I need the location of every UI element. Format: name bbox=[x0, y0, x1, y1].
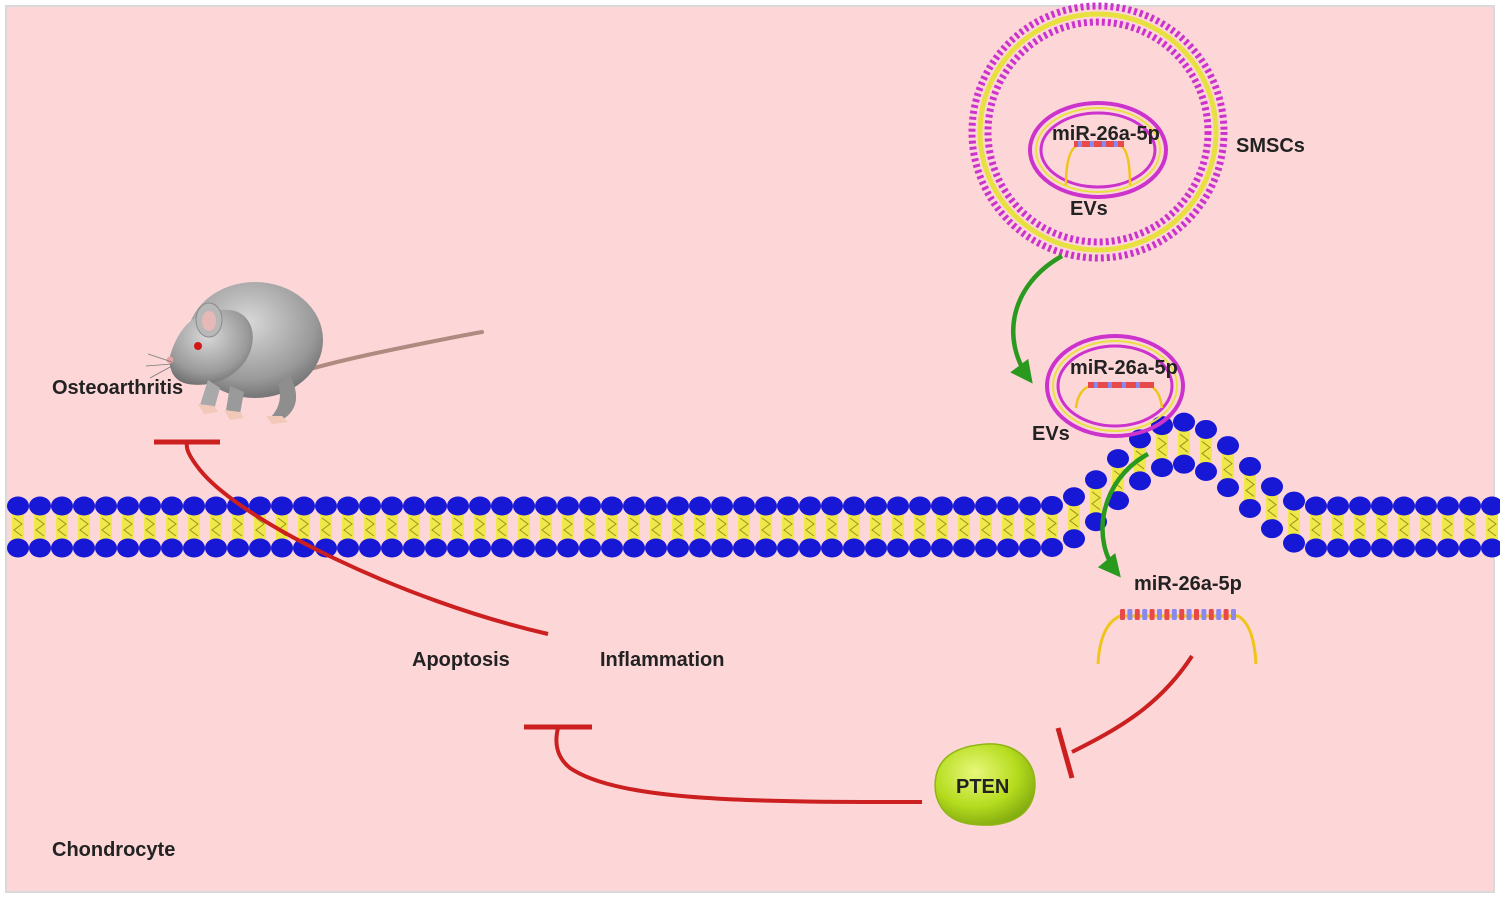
inflammation-label: Inflammation bbox=[600, 649, 724, 671]
pten-protein bbox=[934, 743, 1036, 826]
evs-label-mid: EVs bbox=[1032, 423, 1070, 445]
background-panel bbox=[5, 5, 1495, 893]
ev-vesicle-top bbox=[1028, 101, 1168, 199]
inhibition-pten-apoptosis bbox=[524, 724, 923, 804]
arrow-ev-to-cytoplasm bbox=[1097, 452, 1150, 578]
mirna-label-bottom: miR-26a-5p bbox=[1134, 573, 1242, 595]
mirna-strand-top bbox=[1064, 141, 1132, 186]
inhibition-apoptosis-osteoarthritis bbox=[154, 439, 549, 636]
pten-label: PTEN bbox=[956, 776, 1009, 798]
osteoarthritis-label: Osteoarthritis bbox=[52, 377, 183, 399]
inhibition-mirna-pten bbox=[1055, 654, 1194, 779]
chondrocyte-label: Chondrocyte bbox=[52, 839, 175, 861]
ev-vesicle-mid bbox=[1045, 334, 1185, 438]
arrow-smsc-to-ev bbox=[1010, 254, 1064, 384]
mirna-label-top: miR-26a-5p bbox=[1052, 123, 1160, 145]
mirna-strand-mid bbox=[1074, 382, 1164, 409]
apoptosis-label: Apoptosis bbox=[412, 649, 510, 671]
mirna-label-mid: miR-26a-5p bbox=[1070, 357, 1178, 379]
smscs-label: SMSCs bbox=[1236, 135, 1305, 157]
evs-label-top: EVs bbox=[1070, 198, 1108, 220]
smsc-cell bbox=[968, 2, 1228, 262]
rat-illustration bbox=[145, 282, 484, 424]
mirna-strand-bottom bbox=[1096, 609, 1258, 665]
